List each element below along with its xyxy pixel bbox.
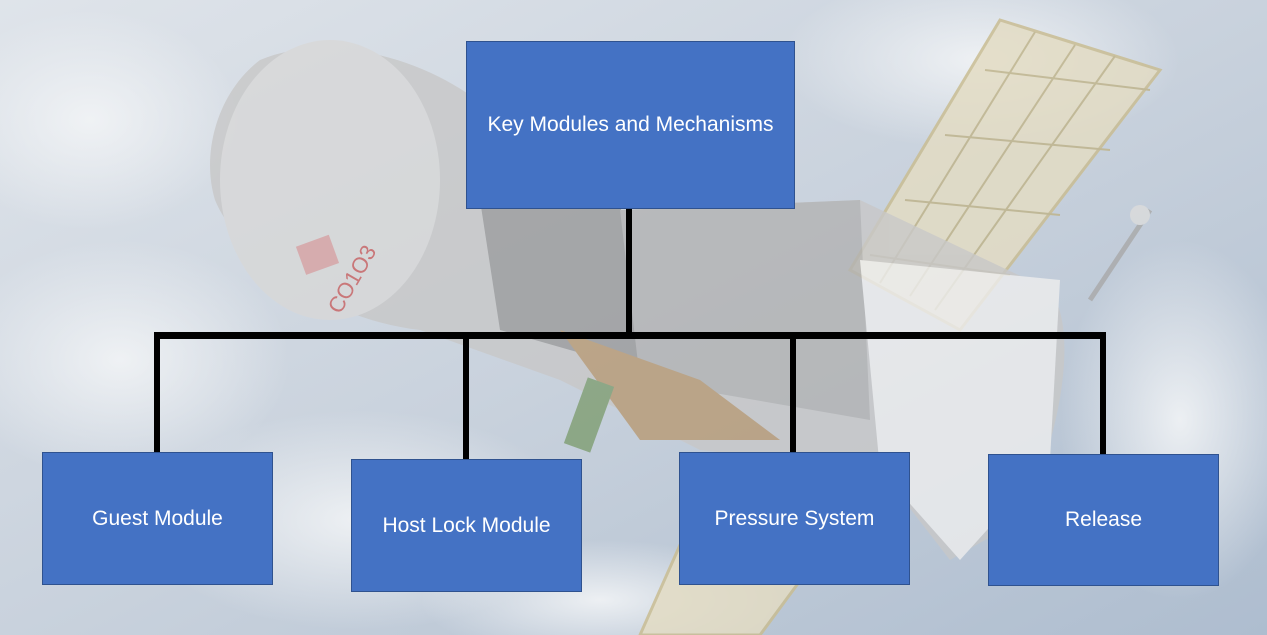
node-guest-module-label: Guest Module	[92, 506, 223, 530]
connector-root-vertical	[626, 209, 632, 335]
root-node-label: Key Modules and Mechanisms	[487, 113, 774, 136]
node-host-lock-module: Host Lock Module	[351, 459, 582, 592]
node-release: Release	[988, 454, 1219, 586]
node-pressure-system: Pressure System	[679, 452, 910, 585]
node-guest-module: Guest Module	[42, 452, 273, 585]
connector-guest-module	[154, 335, 160, 453]
node-release-label: Release	[1064, 508, 1143, 531]
node-pressure-system-label: Pressure System	[714, 506, 875, 530]
connector-pressure-system	[790, 335, 796, 453]
root-node-key-modules: Key Modules and Mechanisms	[466, 41, 795, 209]
connector-release	[1100, 335, 1106, 455]
node-host-lock-module-label: Host Lock Module	[382, 513, 551, 537]
connector-host-lock-module	[463, 335, 469, 460]
connector-horizontal-bus	[154, 332, 1106, 339]
